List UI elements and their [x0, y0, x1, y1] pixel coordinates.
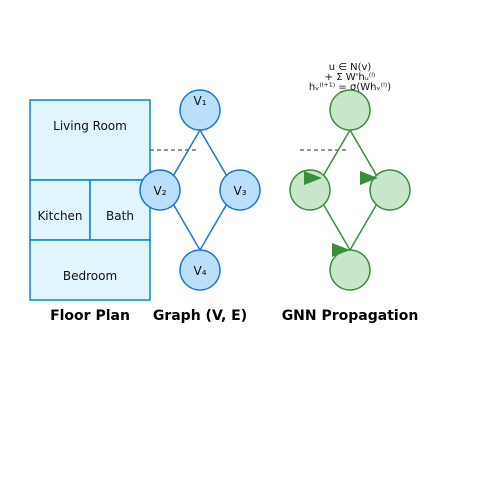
gnn-formula-line1: u ∈ N(v) — [329, 62, 372, 73]
gnn-edge-left-bottom — [321, 201, 351, 251]
room-label-bath: Bath — [106, 209, 134, 223]
gnn-formula-line2: + Σ W'hᵤ⁽ˡ⁾ — [325, 72, 376, 83]
graph-node-label-v4: V₄ — [193, 264, 206, 278]
gnn: u ∈ N(v) + Σ W'hᵤ⁽ˡ⁾ hᵥ⁽ˡ⁺¹⁾ = σ(Whᵥ⁽ˡ⁾) — [289, 62, 411, 291]
graph-node-label-v3: V₃ — [233, 184, 246, 198]
graph-edge-v2-v4 — [171, 201, 201, 251]
gnn-message-arrow-left — [304, 171, 322, 185]
gnn-edge-top-right — [349, 129, 379, 179]
caption-floor-plan: Floor Plan — [50, 308, 130, 324]
room-bedroom — [29, 239, 151, 301]
graph-edge-v1-v2 — [171, 129, 201, 179]
gnn-node-top — [329, 89, 371, 131]
graph-edge-v3-v4 — [199, 201, 229, 251]
graph-edge-v1-v3 — [199, 129, 229, 179]
room-kitchen — [29, 179, 91, 241]
room-label-bedroom: Bedroom — [63, 269, 117, 283]
gnn-message-arrow-right — [360, 171, 378, 185]
room-living-room — [29, 99, 151, 181]
gnn-node-left — [289, 169, 331, 211]
gnn-formula-line3: hᵥ⁽ˡ⁺¹⁾ = σ(Whᵥ⁽ˡ⁾) — [309, 82, 391, 93]
caption-gnn: GNN Propagation — [282, 308, 419, 324]
graph-node-v3 — [219, 169, 261, 211]
graph-node-v4 — [179, 249, 221, 291]
gnn-edge-right-bottom — [349, 201, 379, 251]
room-label-kitchen: Kitchen — [37, 209, 82, 223]
room-label-living-room: Living Room — [53, 119, 127, 133]
graph: V₁ V₂ V₃ V₄ — [139, 89, 261, 291]
graph-node-label-v2: V₂ — [153, 184, 166, 198]
caption-graph: Graph (V, E) — [153, 308, 247, 324]
gnn-node-right — [369, 169, 411, 211]
graph-node-label-v1: V₁ — [193, 94, 206, 108]
graph-node-v1 — [179, 89, 221, 131]
gnn-message-arrow-bottom — [332, 243, 350, 257]
gnn-edge-top-left — [321, 129, 351, 179]
gnn-node-bottom — [329, 249, 371, 291]
graph-node-v2 — [139, 169, 181, 211]
floor-plan: Living Room Kitchen Bath Bedroom — [29, 99, 151, 301]
